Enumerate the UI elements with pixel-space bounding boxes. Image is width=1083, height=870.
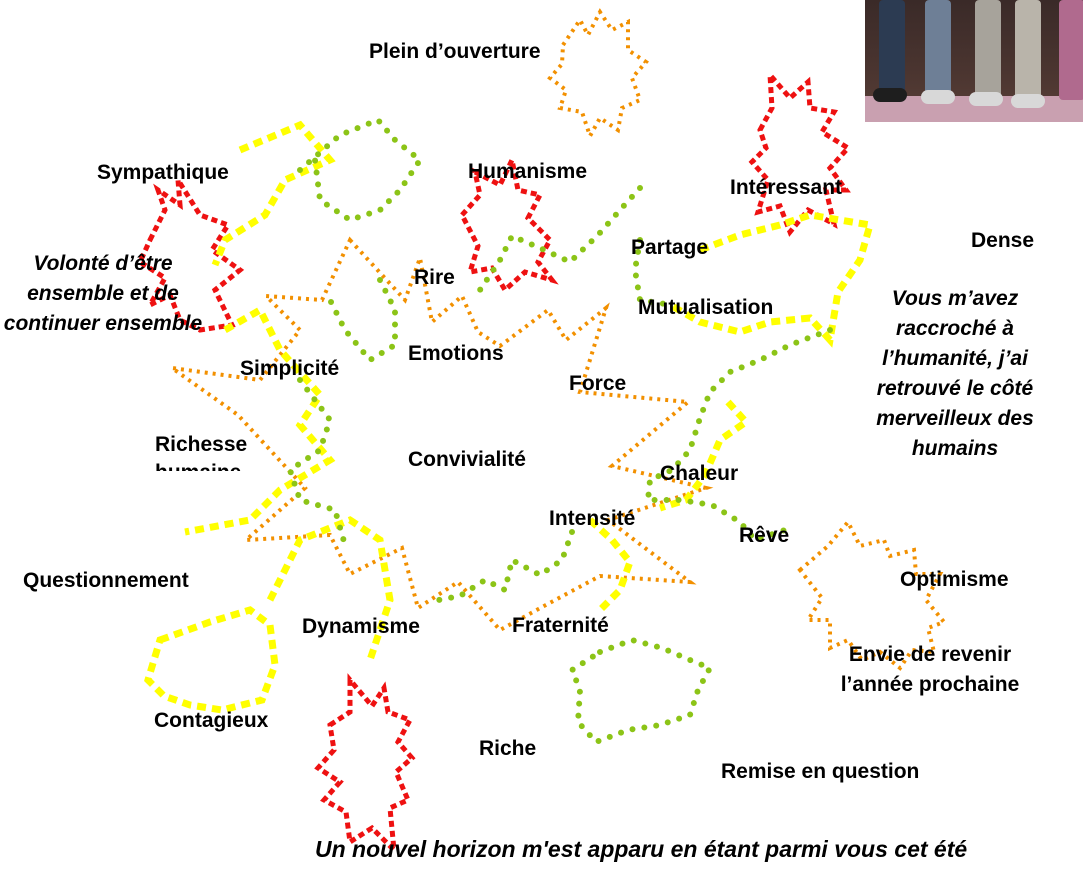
word-partage: Partage xyxy=(631,236,709,259)
word-interessant: Intéressant xyxy=(730,176,843,199)
photo-leg xyxy=(1015,0,1041,100)
word-riche: Riche xyxy=(479,737,537,760)
word-dense: Dense xyxy=(971,229,1035,252)
red-star-humanisme xyxy=(458,152,559,294)
word-convivialite: Convivialité xyxy=(408,448,526,471)
word-dynamisme: Dynamisme xyxy=(302,615,420,638)
word-sympathique: Sympathique xyxy=(97,161,229,184)
word-reve: Rêve xyxy=(739,524,790,547)
green-dots-fraternite xyxy=(425,529,575,605)
word-emotions: Emotions xyxy=(408,342,504,365)
yellow-dashes-center xyxy=(266,516,394,662)
word-envie-revenir: Envie de revenir l’année prochaine xyxy=(840,643,1020,696)
word-force: Force xyxy=(569,372,627,395)
photo-leg xyxy=(879,0,905,100)
photo-leg xyxy=(925,0,951,100)
yellow-contagieux xyxy=(144,606,279,714)
word-richesse-humaine: Richesse humaine xyxy=(155,433,248,471)
green-dots-loop xyxy=(568,636,715,746)
yellow-dashes-intensite xyxy=(587,517,634,613)
word-rire: Rire xyxy=(414,266,455,289)
word-contagieux: Contagieux xyxy=(154,709,269,732)
photo-shoe xyxy=(921,90,955,104)
photo-shoe xyxy=(969,92,1003,106)
word-simplicite: Simplicité xyxy=(240,357,340,380)
word-optimisme: Optimisme xyxy=(900,568,1009,591)
yellow-dashes-sympathique xyxy=(211,120,336,267)
word-humanisme: Humanisme xyxy=(468,160,588,183)
green-dots-rire xyxy=(327,277,398,364)
word-vous-m-avez: Vous m’avez raccroché à l’humanité, j’ai… xyxy=(876,287,1034,460)
photo-shoe xyxy=(873,88,907,102)
word-questionnement: Questionnement xyxy=(23,569,189,592)
yellow-dashes-right xyxy=(670,211,875,348)
word-fraternite: Fraternité xyxy=(512,614,609,637)
green-dots-partage xyxy=(631,237,675,308)
green-dots-chaleur xyxy=(644,327,833,544)
orange-star-top xyxy=(547,8,650,141)
word-volonte: Volonté d’être ensemble et de continuer … xyxy=(3,252,203,335)
event-photo xyxy=(865,0,1083,122)
word-intensite: Intensité xyxy=(549,507,636,530)
word-chaleur: Chaleur xyxy=(660,462,739,485)
red-star-left xyxy=(136,178,245,333)
photo-leg xyxy=(975,0,1001,100)
yellow-dashes-left xyxy=(184,305,336,536)
red-star-bottom xyxy=(314,673,416,857)
yellow-dashes-chaleur xyxy=(658,399,752,512)
green-dots-top xyxy=(297,116,425,224)
word-nouvel-horizon: Un nouvel horizon m'est apparu en étant … xyxy=(315,836,968,862)
photo-shoe xyxy=(1011,94,1045,108)
green-dots-diagonal xyxy=(477,185,643,293)
photo-leg xyxy=(1059,0,1083,100)
word-plein-ouverture: Plein d’ouverture xyxy=(369,40,541,63)
red-star-interessant xyxy=(748,67,852,237)
green-dots-left xyxy=(286,377,348,548)
word-mutualisation: Mutualisation xyxy=(638,296,774,319)
orange-big-burst xyxy=(170,236,714,633)
word-remise-question: Remise en question xyxy=(721,760,920,783)
